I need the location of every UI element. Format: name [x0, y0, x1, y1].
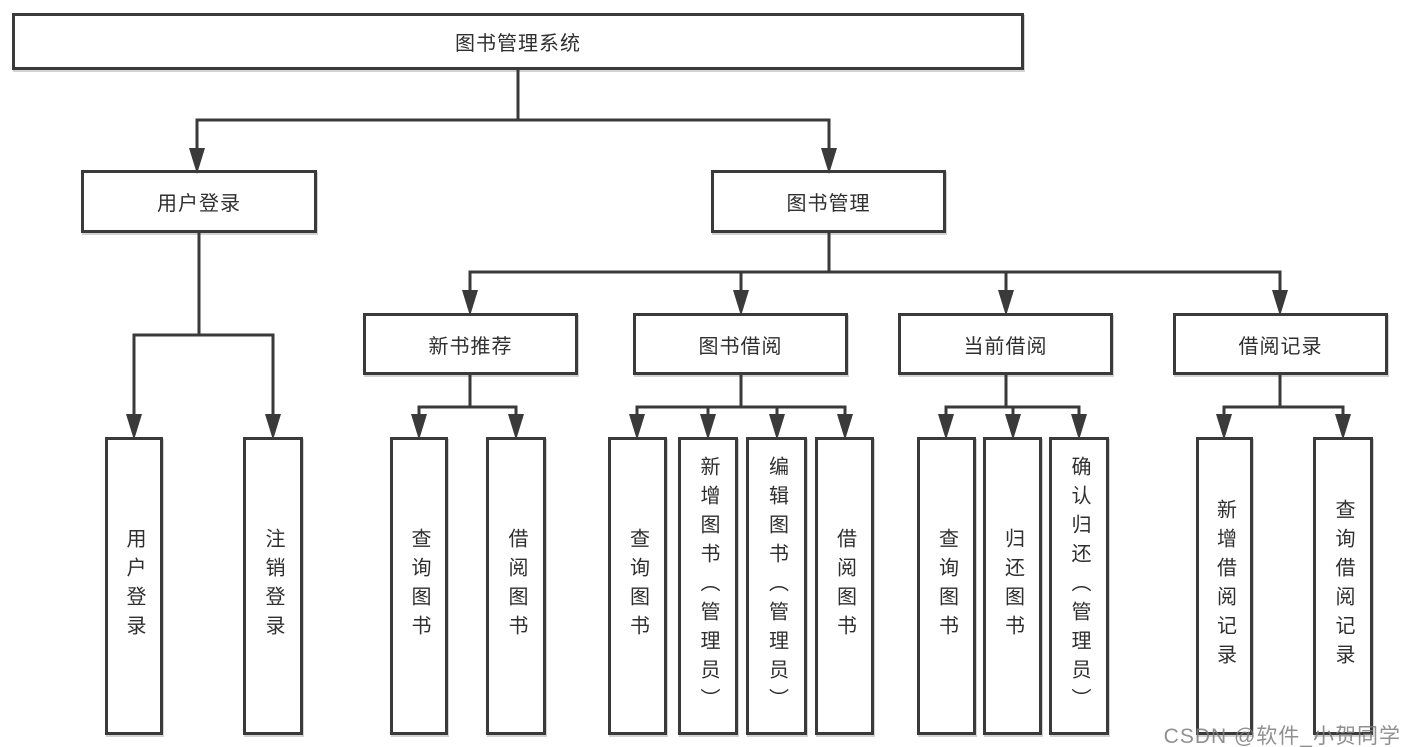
node-book-management: 图书管理: [711, 170, 946, 233]
node-new-book-recommendation: 新书推荐: [363, 313, 578, 375]
leaf-logout: 注销登录: [243, 437, 303, 735]
leaf-query-borrow-record: 查询借阅记录: [1313, 437, 1373, 735]
leaf-return-books: 归还图书: [983, 437, 1042, 735]
leaf-borrow-books-borrowing: 借阅图书: [815, 437, 874, 735]
leaf-query-books-current: 查询图书: [917, 437, 976, 735]
node-user-login: 用户登录: [81, 170, 317, 233]
leaf-add-books-admin: 新增图书（管理员）: [678, 437, 738, 735]
leaf-add-borrow-record: 新增借阅记录: [1196, 437, 1253, 735]
edge-level2-rail: [195, 118, 831, 150]
node-borrowing-records: 借阅记录: [1173, 313, 1388, 375]
csdn-watermark: CSDN @软件_小贺同学: [1163, 725, 1401, 747]
root-node-system-title: 图书管理系统: [12, 13, 1024, 70]
edge-userlogin-rail: [132, 333, 275, 416]
edge-level3-rail: [468, 270, 1282, 293]
leaf-query-books-newbook: 查询图书: [390, 437, 448, 735]
edge-borrowing-rail: [635, 405, 847, 416]
edge-current-rail: [944, 405, 1081, 416]
leaf-edit-books-admin: 编辑图书（管理员）: [746, 437, 807, 735]
leaf-user-login: 用户登录: [105, 437, 163, 735]
leaf-query-books-borrowing: 查询图书: [608, 437, 667, 735]
leaf-borrow-books-newbook: 借阅图书: [486, 437, 546, 735]
edge-records-rail: [1222, 405, 1345, 416]
node-current-borrowing: 当前借阅: [898, 313, 1113, 375]
node-book-borrowing: 图书借阅: [633, 313, 848, 375]
edge-newbook-rail: [417, 405, 518, 416]
leaf-confirm-return-admin: 确认归还（管理员）: [1049, 437, 1109, 735]
